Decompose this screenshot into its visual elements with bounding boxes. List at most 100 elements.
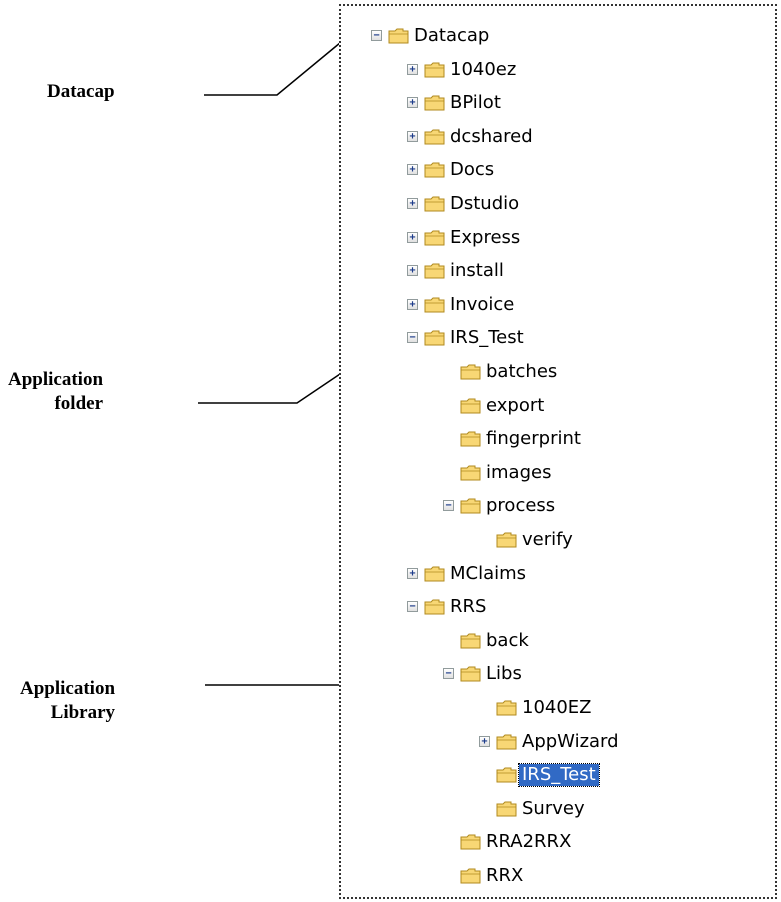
tree-item[interactable]: + MClaims [341,562,771,586]
folder-icon [460,666,481,682]
tree-item-label: Docs [450,159,495,181]
tree-item-label: Dstudio [450,193,520,214]
tree-item[interactable]: − Datacap [341,24,771,48]
folder-icon [424,330,445,346]
tree-item[interactable]: + Invoice [341,293,771,317]
tree-item[interactable]: export [341,394,771,418]
tree-item-label: Libs [486,663,522,685]
tree-item-label: IRS_Test [518,763,600,788]
tree-item[interactable]: RRX [341,864,771,888]
folder-icon [460,834,481,850]
tree-item-label: RRS [450,596,487,618]
tree-item-label: Express [450,226,521,248]
folder-icon [460,868,481,884]
tree-item-label: 1040ez [450,58,517,80]
folder-icon [496,767,517,783]
tree-item[interactable]: back [341,629,771,653]
tree-item[interactable]: + Dstudio [341,192,771,216]
expand-plus-icon[interactable]: + [407,97,418,109]
tree-item-label: export [486,394,545,416]
tree-item-label: RRA2RRX [486,831,572,853]
folder-icon [460,465,481,481]
tree-item[interactable]: + dcshared [341,125,771,149]
tree-item[interactable]: + Express [341,226,771,250]
folder-icon [496,801,517,817]
folder-icon [424,230,445,246]
tree-item-label: images [486,461,552,483]
expand-plus-icon[interactable]: + [407,567,418,579]
tree-item[interactable]: − RRS [341,595,771,619]
tree-item-label: AppWizard [522,730,619,752]
collapse-minus-icon[interactable]: − [443,500,454,512]
tree-item-label: install [450,260,504,282]
tree-item[interactable]: verify [341,528,771,552]
folder-icon [460,364,481,380]
datacap-callout-arrow [204,31,354,96]
tree-item[interactable]: + BPilot [341,91,771,115]
folder-icon [496,700,517,716]
tree-item-label: process [486,495,556,517]
callout-application-folder-line1: Application [8,369,104,390]
folder-icon [460,431,481,447]
tree-item[interactable]: 1040EZ [341,696,771,720]
tree-item[interactable]: batches [341,360,771,384]
tree-item-label: batches [486,361,558,382]
tree-item-label: Survey [522,797,585,819]
folder-icon [496,734,517,750]
tree-item-label: verify [522,529,573,550]
tree-item-label: RRX [486,865,524,886]
expand-plus-icon[interactable]: + [407,265,418,277]
tree-item[interactable]: − IRS_Test [341,326,771,350]
tree-item-label: BPilot [450,92,501,114]
collapse-minus-icon[interactable]: − [407,601,418,613]
tree-item[interactable]: + install [341,259,771,283]
folder-icon [424,297,445,313]
folder-icon [424,62,445,78]
tree-item-label: MClaims [450,562,527,584]
folder-icon [424,95,445,111]
folder-tree-panel[interactable]: −Datacap+1040ez+BPilot+dcshared+Docs+Dst… [339,4,777,899]
expand-plus-icon[interactable]: + [407,231,418,243]
callout-application-library-line2: Library [50,702,116,723]
folder-icon [424,599,445,615]
folder-icon [460,398,481,414]
collapse-minus-icon[interactable]: − [407,332,418,344]
expand-plus-icon[interactable]: + [407,198,418,209]
callout-application-library-label: Application Library [20,677,115,725]
expand-plus-icon[interactable]: + [407,63,418,75]
tree-item-label: back [486,629,529,651]
tree-item[interactable]: − process [341,494,771,518]
tree-item[interactable]: + AppWizard [341,730,771,754]
expand-plus-icon[interactable]: + [407,130,418,142]
folder-icon [424,196,445,212]
folder-icon [460,633,481,649]
collapse-minus-icon[interactable]: − [371,30,382,41]
tree-item-label: 1040EZ [522,697,592,718]
tree-item-label: Invoice [450,293,515,315]
tree-item[interactable]: images [341,461,771,485]
tree-item-label: Datacap [414,25,490,46]
callout-application-library-line1: Application [20,678,116,699]
folder-icon [388,28,409,44]
tree-item-label: IRS_Test [450,327,524,349]
folder-icon [496,532,517,548]
callout-datacap-label: Datacap [47,81,115,102]
folder-icon [424,162,445,178]
folder-icon [424,566,445,582]
tree-item-label: fingerprint [486,428,581,450]
expand-plus-icon[interactable]: + [407,164,418,176]
callout-application-folder-label: Application folder [8,368,103,416]
collapse-minus-icon[interactable]: − [443,668,454,680]
tree-item[interactable]: − Libs [341,662,771,686]
tree-item[interactable]: fingerprint [341,427,771,451]
tree-item-label: dcshared [450,125,533,147]
tree-item[interactable]: + Docs [341,158,771,182]
tree-item[interactable]: RRA2RRX [341,830,771,854]
tree-item[interactable]: Survey [341,797,771,821]
tree-item[interactable]: +1040ez [341,58,771,82]
expand-plus-icon[interactable]: + [479,735,490,747]
tree-item[interactable]: IRS_Test [341,763,771,788]
expand-plus-icon[interactable]: + [407,298,418,310]
folder-icon [424,129,445,145]
folder-icon [424,263,445,279]
